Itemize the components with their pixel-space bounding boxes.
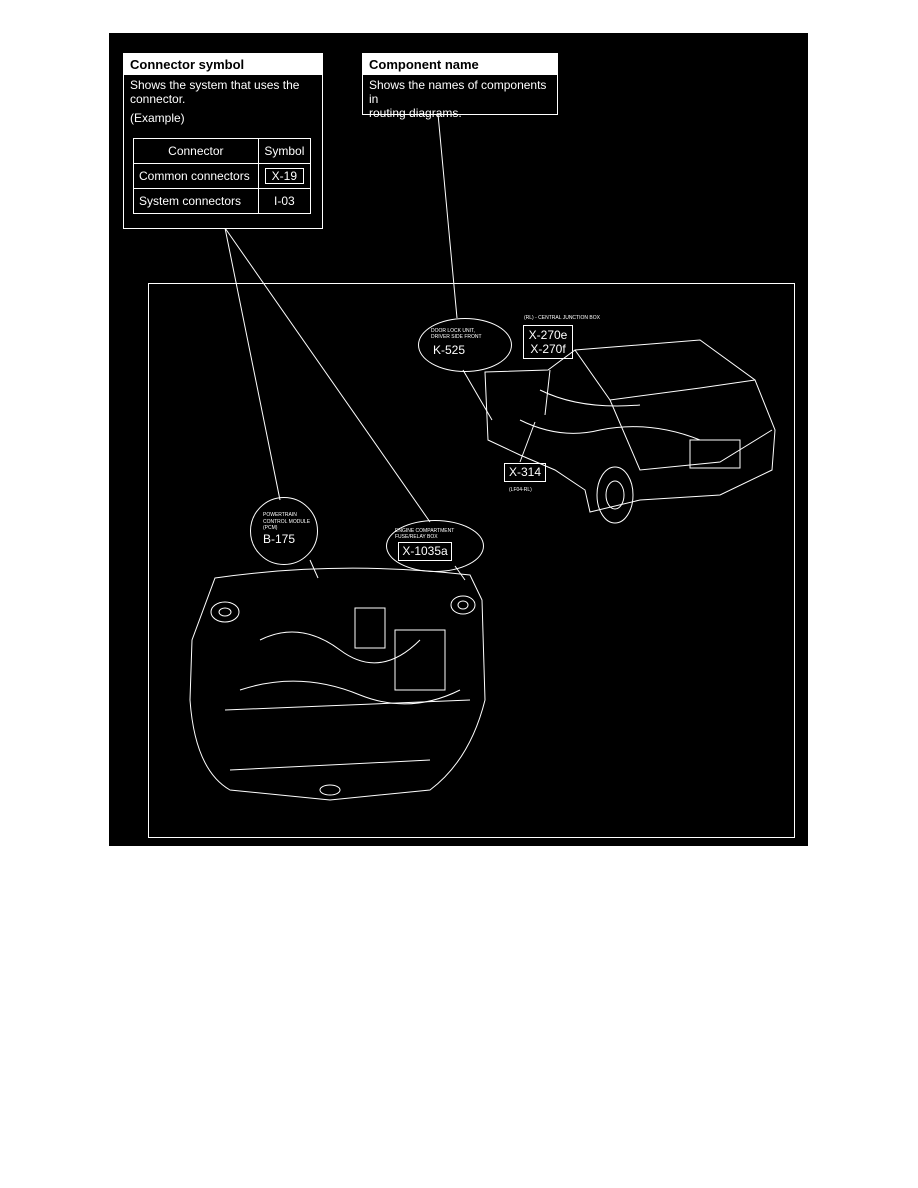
fuse-relay-code: X-1035a bbox=[402, 544, 448, 558]
door-lock-label-2: DRIVER SIDE FRONT bbox=[431, 334, 482, 340]
table-row: Common connectors X-19 bbox=[133, 163, 312, 189]
fuse-relay-label-1: ENGINE COMPARTMENT bbox=[395, 528, 455, 534]
fuse-relay-label-2: FUSE/RELAY BOX bbox=[395, 534, 438, 540]
connector-example-table: Connector Symbol Common connectors X-19 … bbox=[133, 138, 312, 214]
pcm-label-3: (PCM) bbox=[263, 525, 278, 531]
connector-symbol-desc-2: connector. bbox=[130, 92, 186, 106]
row-connector: Common connectors bbox=[133, 163, 259, 189]
engine-bay-drawing bbox=[189, 567, 486, 801]
door-lock-label-1: DOOR LOCK UNIT, bbox=[431, 328, 475, 334]
fuse-relay-code-box: X-1035a bbox=[398, 542, 452, 561]
x314-code: X-314 bbox=[508, 465, 542, 479]
row-connector: System connectors bbox=[133, 188, 259, 214]
component-name-desc-2: routing diagrams. bbox=[369, 106, 462, 120]
x314-sub: (LF04-RL) bbox=[509, 487, 532, 493]
suv-drawing bbox=[484, 339, 776, 524]
pcm-callout: POWERTRAIN CONTROL MODULE (PCM) B-175 bbox=[250, 497, 318, 565]
component-name-title: Component name bbox=[363, 54, 557, 75]
component-name-box: Component name Shows the names of compon… bbox=[362, 53, 558, 120]
connector-symbol-title: Connector symbol bbox=[124, 54, 322, 75]
central-junction-code-1: X-270e bbox=[528, 328, 568, 342]
central-junction-code-2: X-270f bbox=[530, 342, 566, 356]
header-symbol: Symbol bbox=[257, 138, 312, 164]
central-junction-label: (RL) - CENTRAL JUNCTION BOX bbox=[524, 315, 600, 321]
x314-box: X-314 bbox=[504, 463, 546, 482]
pcm-label-2: CONTROL MODULE bbox=[263, 519, 311, 525]
door-lock-code: K-525 bbox=[433, 343, 466, 357]
door-lock-callout: DOOR LOCK UNIT, DRIVER SIDE FRONT K-525 bbox=[418, 318, 512, 372]
example-label: (Example) bbox=[130, 111, 185, 125]
header-connector: Connector bbox=[133, 138, 259, 164]
fuse-relay-callout: ENGINE COMPARTMENT FUSE/RELAY BOX X-1035… bbox=[386, 520, 484, 572]
pcm-label-1: POWERTRAIN bbox=[263, 512, 297, 518]
pcm-code: B-175 bbox=[263, 532, 296, 546]
row-symbol: X-19 bbox=[264, 168, 305, 184]
central-junction-codes: X-270e X-270f bbox=[523, 325, 573, 359]
component-name-desc-1: Shows the names of components in bbox=[369, 78, 547, 106]
routing-diagram-frame bbox=[148, 283, 795, 838]
row-symbol: I-03 bbox=[257, 188, 312, 214]
connector-symbol-desc-1: Shows the system that uses the bbox=[130, 78, 300, 92]
table-header-row: Connector Symbol bbox=[133, 138, 312, 164]
table-row: System connectors I-03 bbox=[133, 188, 312, 214]
